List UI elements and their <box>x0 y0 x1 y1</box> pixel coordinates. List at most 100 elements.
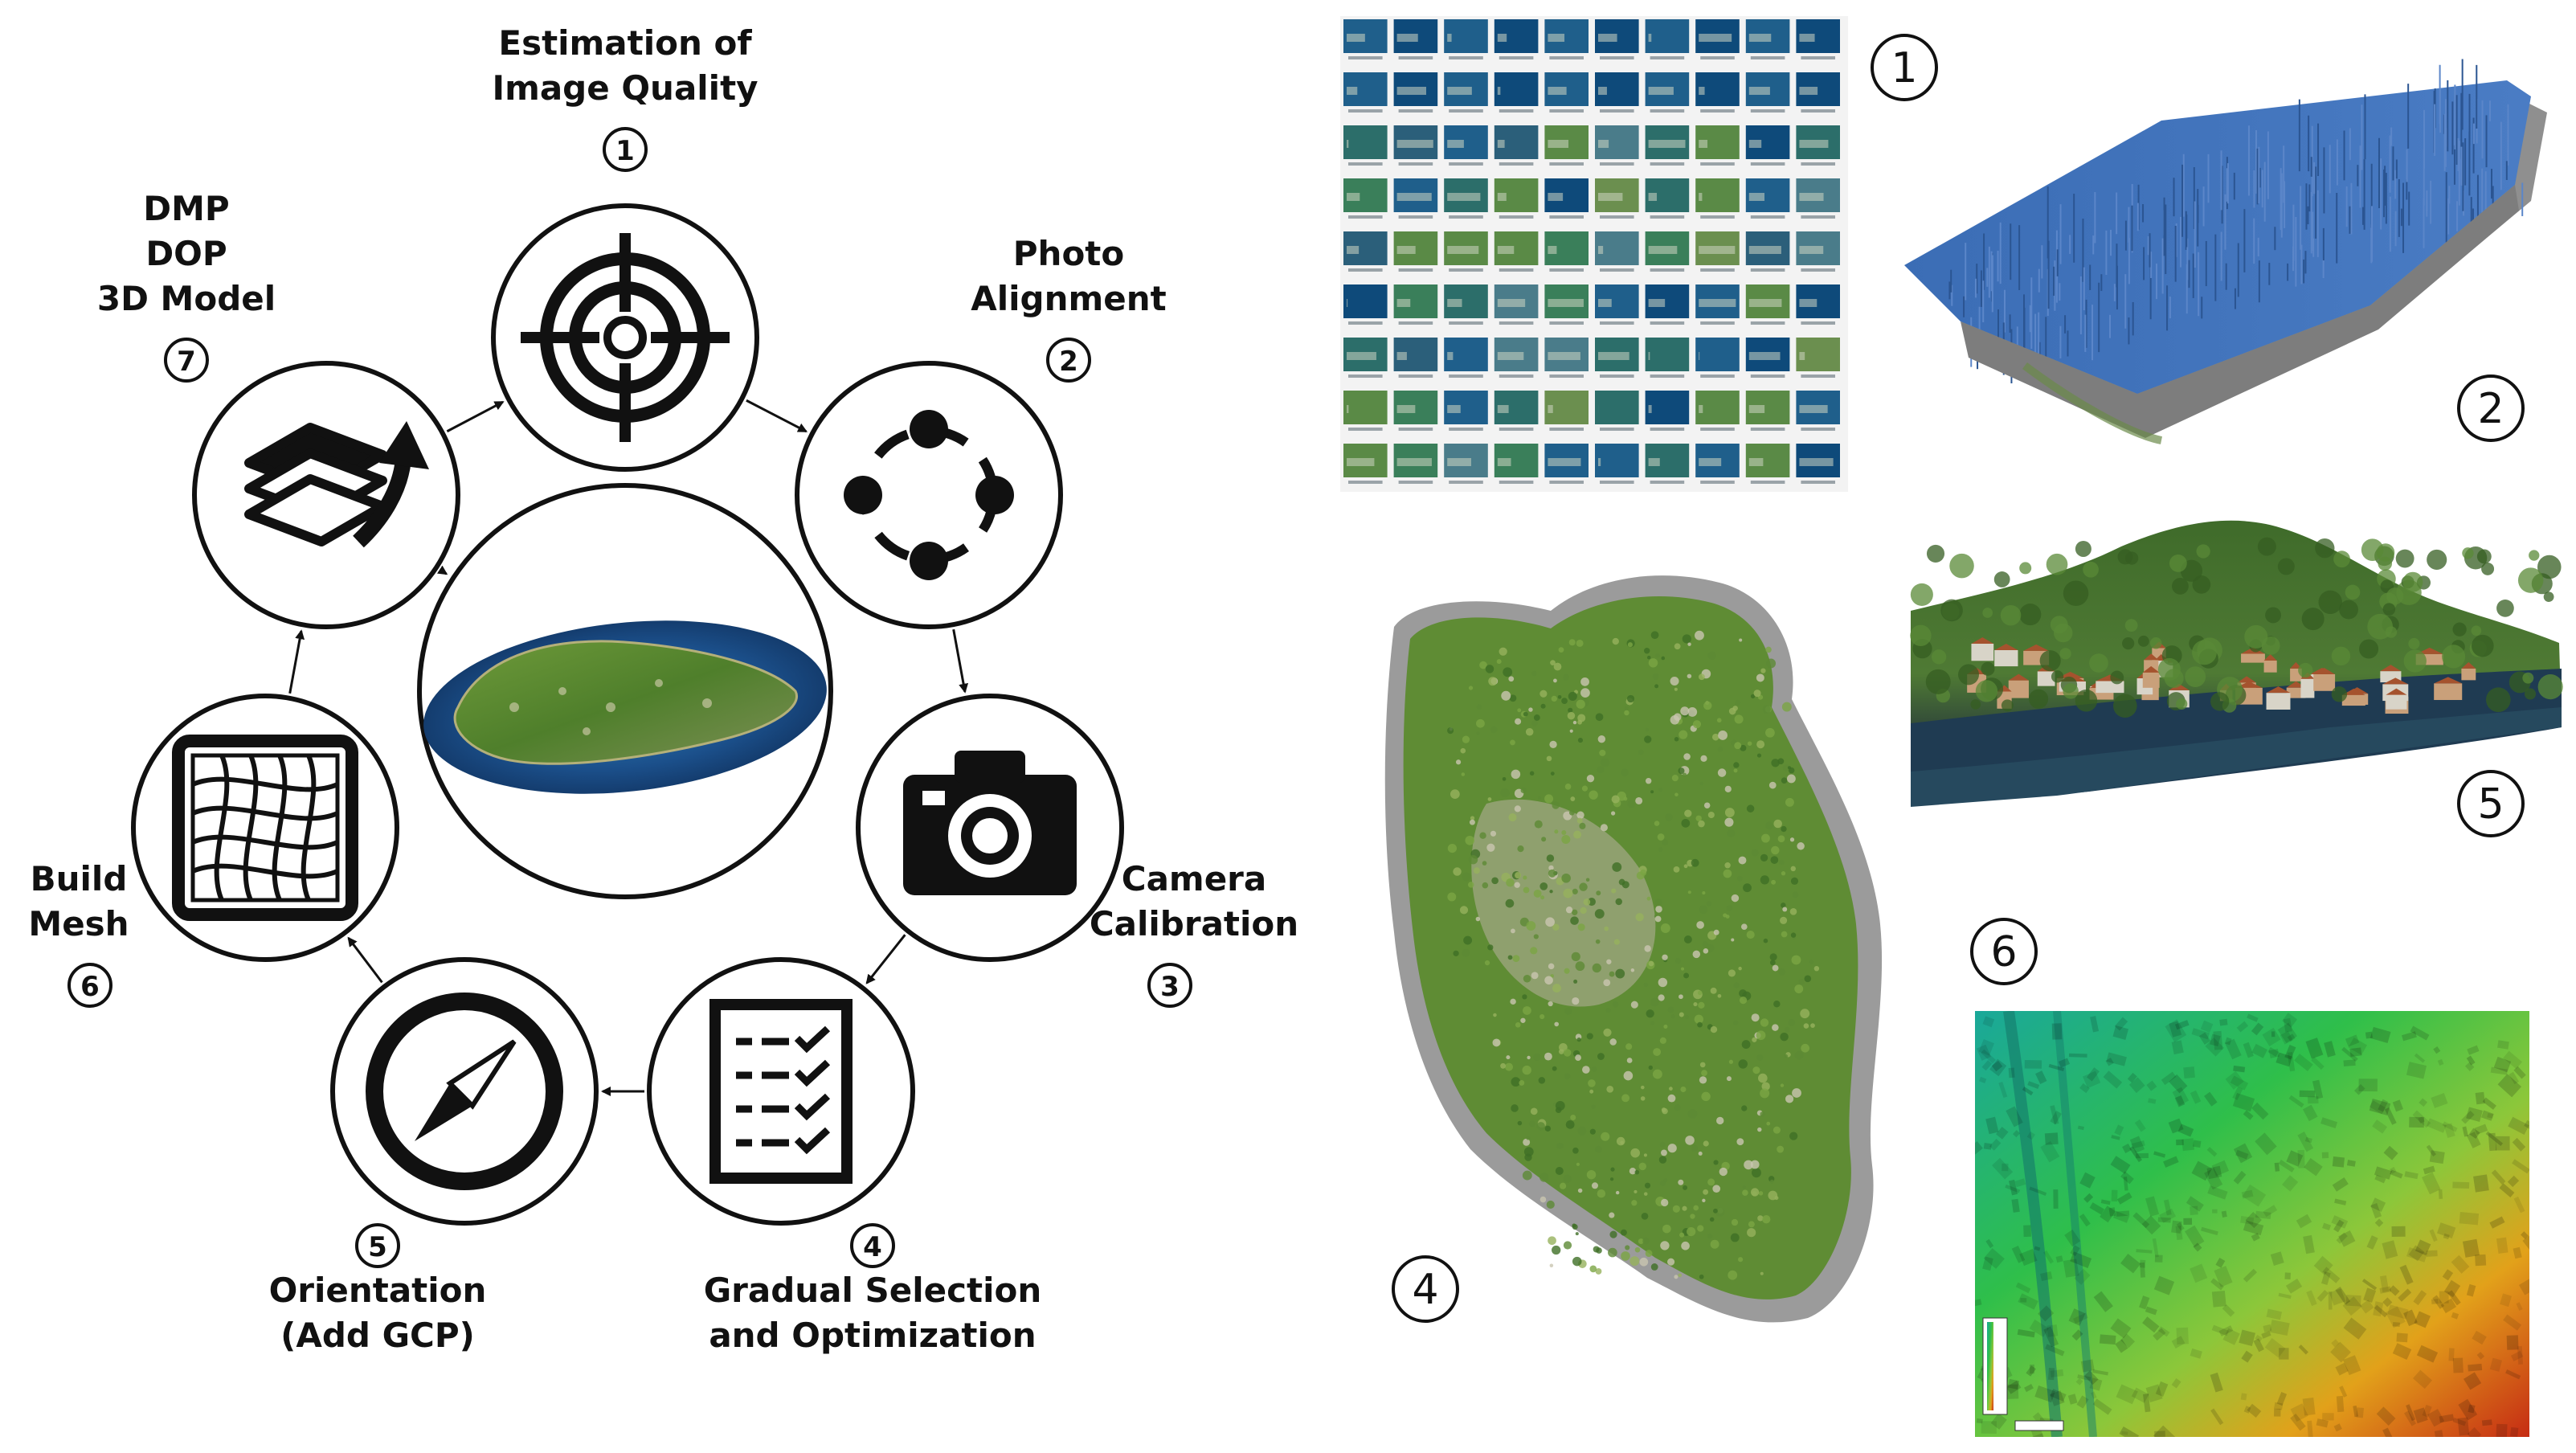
panel-6-elevation-model <box>1975 1011 2529 1437</box>
camera-icon <box>903 751 1077 895</box>
step-number-badge: 1 <box>603 127 648 172</box>
workflow-step-6 <box>131 694 399 962</box>
step-label-1: Estimation of Image Quality 1 <box>492 23 758 172</box>
panel-marker-6: 6 <box>1970 918 2038 985</box>
step-label-7: DMP DOP 3D Model 7 <box>97 189 276 383</box>
thumbnail <box>1494 72 1539 106</box>
panel-number: 4 <box>1412 1266 1438 1314</box>
step-label-line: DOP <box>145 234 227 273</box>
step-label-line: Photo <box>1013 234 1124 273</box>
thumbnail <box>1595 444 1639 477</box>
step-label-line: Build <box>31 859 128 898</box>
step-label-line: Calibration <box>1090 904 1298 943</box>
workflow-arrows <box>288 399 969 1096</box>
mesh-grid-icon <box>172 735 358 921</box>
thumbnail <box>1645 338 1690 371</box>
flow-arrow <box>952 628 969 694</box>
panel-number-markers: 1 2 4 5 6 <box>1392 34 2525 1323</box>
step-circle <box>795 361 1063 629</box>
workflow-step-circles <box>131 203 1124 1226</box>
step-label-line: (Add GCP) <box>280 1316 475 1355</box>
step-label-line: Mesh <box>28 904 129 943</box>
workflow-step-4 <box>647 957 915 1226</box>
model-buildings <box>1910 537 2563 718</box>
step-label-line: Gradual Selection <box>704 1271 1042 1310</box>
workflow-step-labels: Estimation of Image Quality 1PhotoAlignmen… <box>28 23 1298 1355</box>
step-number: 5 <box>368 1231 387 1263</box>
thumbnail <box>1645 391 1690 424</box>
step-label-line: Orientation <box>269 1271 487 1310</box>
layers-export-icon <box>244 421 429 548</box>
flow-arrow-to-center <box>436 565 448 575</box>
elevation-texture <box>1975 1013 2529 1437</box>
elevation-colorbar <box>1982 1317 2008 1415</box>
panel-number: 5 <box>2477 780 2504 829</box>
step-label-4: Gradual Selection and Optimization 4 <box>704 1223 1042 1355</box>
alignment-nodes-icon <box>844 410 1014 580</box>
workflow-step-3 <box>856 694 1124 962</box>
panel-marker-5: 5 <box>2457 770 2525 837</box>
step-number-badge: 2 <box>1046 338 1091 383</box>
scale-bar <box>2014 1420 2064 1431</box>
panel-4-orthophoto <box>1384 575 1883 1323</box>
panel-marker-4: 4 <box>1392 1255 1459 1323</box>
thumbnail <box>1695 178 1740 212</box>
flow-arrow <box>746 399 808 433</box>
step-number-badge: 3 <box>1147 963 1192 1008</box>
panel-number: 1 <box>1891 44 1917 92</box>
step-number-badge: 5 <box>355 1223 400 1268</box>
panel-2-point-cloud <box>1904 59 2547 444</box>
panel-5-3d-model <box>1908 520 2563 812</box>
step-number: 1 <box>615 135 635 167</box>
step-label-line: DMP <box>143 189 229 228</box>
flow-arrow <box>865 934 906 984</box>
step-label-line: Image Quality <box>492 68 758 108</box>
center-island-image <box>417 483 833 899</box>
step-number: 3 <box>1160 971 1180 1003</box>
flow-arrow <box>446 400 505 433</box>
flow-arrow <box>288 629 305 694</box>
thumbnail <box>1695 338 1740 371</box>
thumbnail <box>1645 19 1690 53</box>
panel-1-image-thumbnails <box>1340 16 1848 492</box>
step-number-badge: 4 <box>850 1223 895 1268</box>
step-number: 6 <box>80 971 100 1003</box>
workflow-step-1 <box>491 203 759 472</box>
panel-marker-2: 2 <box>2457 375 2525 442</box>
workflow-diagram: Estimation of Image Quality 1PhotoAlignmen… <box>28 23 1298 1355</box>
step-number: 7 <box>177 346 196 378</box>
panel-marker-1: 1 <box>1871 34 1938 101</box>
workflow-step-5 <box>330 957 599 1226</box>
flow-arrow <box>347 936 383 984</box>
step-number: 4 <box>863 1231 882 1263</box>
thumbnail <box>1695 391 1740 424</box>
step-number-badge: 7 <box>164 338 209 383</box>
step-label-line: Camera <box>1122 859 1266 898</box>
step-label-5: Orientation (Add GCP) 5 <box>269 1223 487 1355</box>
workflow-step-7 <box>192 361 460 629</box>
panel-number: 2 <box>2477 385 2504 433</box>
step-label-line: and Optimization <box>709 1316 1036 1355</box>
step-label-line: 3D Model <box>97 279 276 318</box>
step-circle <box>131 694 399 962</box>
step-number: 2 <box>1059 346 1078 378</box>
step-label-line: Estimation of <box>498 23 752 63</box>
checklist-icon <box>709 999 853 1184</box>
step-label-line: Alignment <box>971 279 1167 318</box>
thumbnail-grid <box>1343 19 1840 484</box>
panel-number: 6 <box>1990 928 2017 976</box>
target-icon <box>521 233 730 442</box>
step-circle <box>491 203 759 472</box>
vegetation-texture <box>1447 630 1820 1280</box>
thumbnail <box>1343 125 1388 159</box>
workflow-step-2 <box>795 361 1063 629</box>
thumbnail <box>1343 284 1388 318</box>
compass-icon <box>366 993 563 1190</box>
thumbnail <box>1595 391 1639 424</box>
step-number-badge: 6 <box>67 963 112 1008</box>
thumbnail <box>1343 391 1388 424</box>
